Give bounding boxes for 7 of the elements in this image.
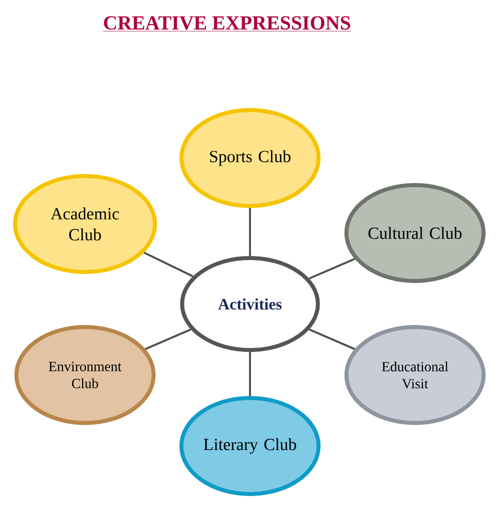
connector-line <box>308 258 356 280</box>
connector-line <box>144 328 192 350</box>
title: CREATIVE EXPRESSIONS <box>102 16 352 32</box>
connector-line <box>249 352 251 396</box>
connector-line <box>308 328 356 350</box>
connector-line <box>249 208 251 256</box>
connector-line <box>144 252 194 278</box>
